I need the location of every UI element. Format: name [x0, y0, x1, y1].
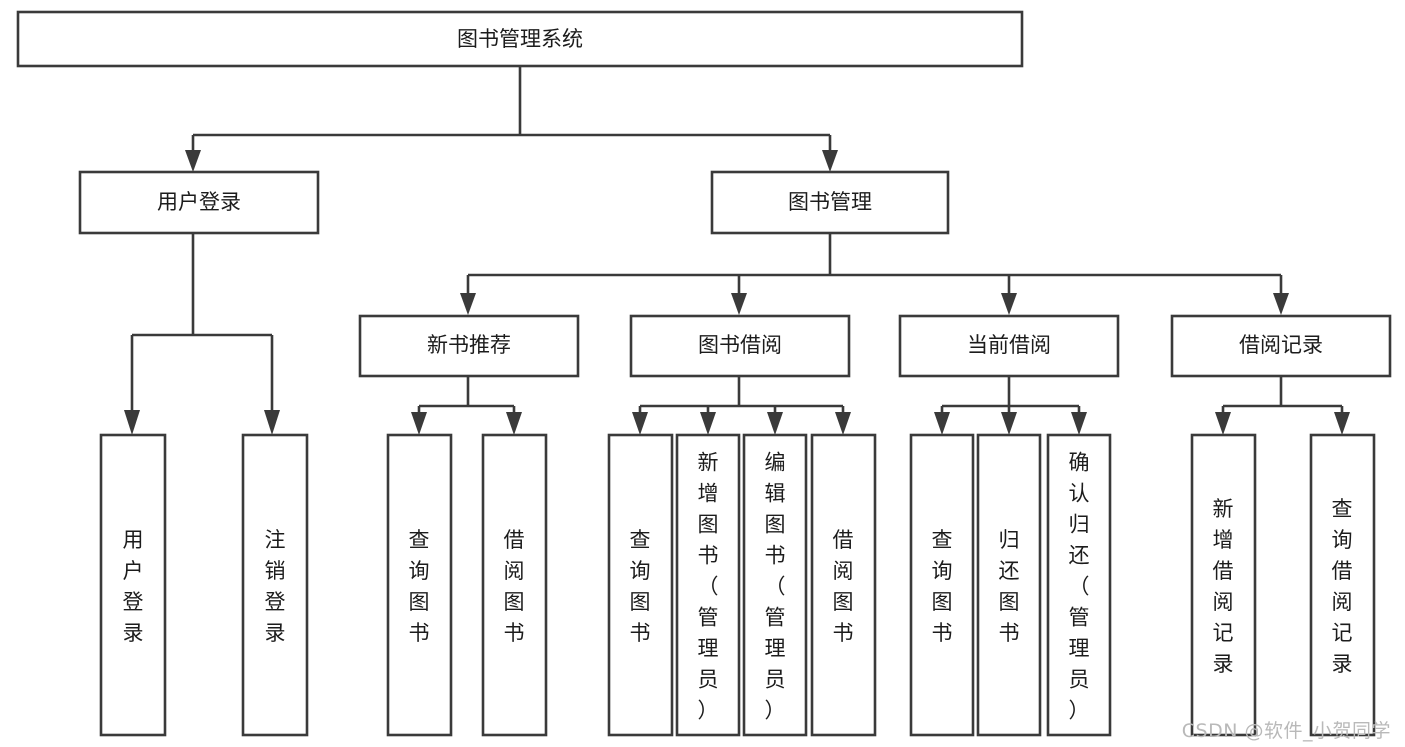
node-label-leaf-user-login-1: 用户登录	[123, 528, 144, 645]
node-label-leaf-new-book-1: 查询图书	[409, 528, 430, 645]
node-box-user-login[interactable]	[78, 170, 320, 235]
connector-group-current-borrow-to-leaves	[934, 376, 1087, 435]
node-label-leaf-borrow-record-1: 新增借阅记录	[1213, 497, 1234, 676]
node-current-borrow[interactable]: 当前借阅	[898, 314, 1120, 378]
node-leaf-book-borrow-add[interactable]: 新增图书（管理员）	[675, 433, 741, 737]
arrow-head-book-mgmt	[822, 150, 838, 172]
arrow-head-leaf-book-borrow-2	[700, 412, 716, 435]
arrow-head-borrow-record	[1273, 293, 1289, 315]
node-leaf-book-borrow-query[interactable]: 查询图书	[607, 433, 674, 737]
node-label-borrow-record: 借阅记录	[1239, 333, 1323, 357]
node-box-book-borrow[interactable]	[629, 314, 851, 378]
node-box-leaf-book-borrow-2[interactable]	[675, 433, 741, 737]
node-label-book-borrow: 图书借阅	[698, 333, 782, 357]
node-box-leaf-current-borrow-2[interactable]	[976, 433, 1042, 737]
node-leaf-current-borrow-return[interactable]: 归还图书	[976, 433, 1042, 737]
node-leaf-borrow-record-add[interactable]: 新增借阅记录	[1190, 433, 1257, 737]
node-label-new-book-recommend: 新书推荐	[427, 333, 511, 357]
connector-group-borrow-record-to-leaves	[1215, 376, 1350, 435]
node-leaf-book-borrow-borrow[interactable]: 借阅图书	[810, 433, 877, 737]
node-box-leaf-book-borrow-3[interactable]	[742, 433, 808, 737]
arrow-head-leaf-current-borrow-1	[934, 412, 950, 435]
node-box-borrow-record[interactable]	[1170, 314, 1392, 378]
node-book-management[interactable]: 图书管理	[710, 170, 950, 235]
arrow-head-leaf-current-borrow-3	[1071, 412, 1087, 435]
node-label-leaf-book-borrow-1: 查询图书	[630, 528, 651, 645]
node-leaf-user-login-login[interactable]: 用户登录	[99, 433, 167, 737]
node-leaf-current-borrow-confirm[interactable]: 确认归还（管理员）	[1046, 433, 1112, 737]
connector-group-book-mgmt-to-level3	[460, 233, 1289, 315]
connector-group-root-to-level2	[185, 66, 838, 172]
node-leaf-borrow-record-query[interactable]: 查询借阅记录	[1309, 433, 1376, 737]
node-box-leaf-book-borrow-1[interactable]	[607, 433, 674, 737]
node-box-leaf-borrow-record-1[interactable]	[1190, 433, 1257, 737]
node-box-leaf-new-book-2[interactable]	[481, 433, 548, 737]
node-label-root: 图书管理系统	[457, 27, 583, 51]
node-box-leaf-user-login-2[interactable]	[241, 433, 309, 737]
arrow-head-leaf-borrow-record-1	[1215, 412, 1231, 435]
node-label-leaf-book-borrow-2: 新增图书（管理员）	[698, 451, 719, 723]
node-box-leaf-book-borrow-4[interactable]	[810, 433, 877, 737]
node-label-current-borrow: 当前借阅	[967, 333, 1051, 357]
connector-group-user-login-to-leaves	[124, 233, 280, 435]
node-user-login[interactable]: 用户登录	[78, 170, 320, 235]
arrow-head-user-login	[185, 150, 201, 172]
arrow-head-current-borrow	[1001, 293, 1017, 315]
node-label-leaf-book-borrow-3: 编辑图书（管理员）	[765, 451, 786, 723]
node-box-root[interactable]	[16, 10, 1024, 68]
arrow-head-leaf-user-login-2	[264, 410, 280, 435]
node-leaf-book-borrow-edit[interactable]: 编辑图书（管理员）	[742, 433, 808, 737]
node-leaf-new-book-borrow[interactable]: 借阅图书	[481, 433, 548, 737]
node-leaf-new-book-query[interactable]: 查询图书	[386, 433, 453, 737]
connector-group-book-borrow-to-leaves	[632, 376, 851, 435]
node-label-user-login: 用户登录	[157, 190, 241, 214]
node-label-leaf-book-borrow-4: 借阅图书	[833, 528, 854, 645]
node-box-leaf-current-borrow-1[interactable]	[909, 433, 975, 737]
node-label-leaf-current-borrow-2: 归还图书	[999, 528, 1020, 645]
arrow-head-leaf-book-borrow-1	[632, 412, 648, 435]
node-root-book-management-system[interactable]: 图书管理系统	[16, 10, 1024, 68]
node-leaf-current-borrow-query[interactable]: 查询图书	[909, 433, 975, 737]
node-borrow-record[interactable]: 借阅记录	[1170, 314, 1392, 378]
arrow-head-leaf-current-borrow-2	[1001, 412, 1017, 435]
arrow-head-new-book-recommend	[460, 293, 476, 315]
node-label-leaf-current-borrow-3: 确认归还（管理员）	[1069, 451, 1090, 723]
node-label-leaf-user-login-2: 注销登录	[265, 528, 286, 645]
arrow-head-leaf-new-book-2	[506, 412, 522, 435]
arrow-head-book-borrow	[731, 293, 747, 315]
node-box-current-borrow[interactable]	[898, 314, 1120, 378]
node-box-leaf-user-login-1[interactable]	[99, 433, 167, 737]
arrow-head-leaf-book-borrow-3	[767, 412, 783, 435]
arrow-head-leaf-book-borrow-4	[835, 412, 851, 435]
csdn-watermark: CSDN @软件_小贺同学	[1181, 720, 1391, 742]
node-label-leaf-new-book-2: 借阅图书	[504, 528, 525, 645]
arrow-head-leaf-user-login-1	[124, 410, 140, 435]
arrow-head-leaf-borrow-record-2	[1334, 412, 1350, 435]
node-label-leaf-current-borrow-1: 查询图书	[932, 528, 953, 645]
node-box-new-book-recommend[interactable]	[358, 314, 580, 378]
node-label-leaf-borrow-record-2: 查询借阅记录	[1332, 497, 1353, 676]
node-label-book-management: 图书管理	[788, 190, 872, 214]
arrow-head-leaf-new-book-1	[411, 412, 427, 435]
node-book-borrow[interactable]: 图书借阅	[629, 314, 851, 378]
node-box-leaf-current-borrow-3[interactable]	[1046, 433, 1112, 737]
node-box-book-management[interactable]	[710, 170, 950, 235]
connector-group-new-book-recommend-to-leaves	[411, 376, 522, 435]
node-box-leaf-borrow-record-2[interactable]	[1309, 433, 1376, 737]
node-box-leaf-new-book-1[interactable]	[386, 433, 453, 737]
node-new-book-recommend[interactable]: 新书推荐	[358, 314, 580, 378]
node-leaf-user-login-logout[interactable]: 注销登录	[241, 433, 309, 737]
